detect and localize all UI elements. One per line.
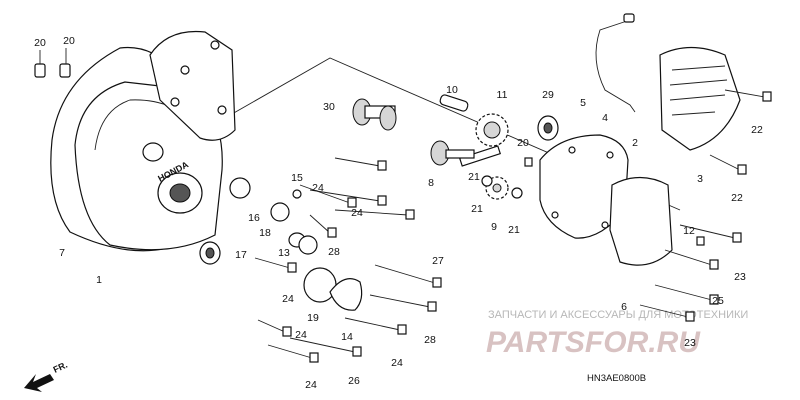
callout-11: 11 <box>497 89 508 101</box>
case-cover-guard <box>659 46 741 151</box>
front-direction-marker: FR. <box>24 360 69 392</box>
callout-10: 10 <box>446 84 458 96</box>
callout-3: 3 <box>697 173 703 185</box>
callout-28: 28 <box>328 246 340 258</box>
front-label: FR. <box>52 360 69 375</box>
callout-24: 24 <box>312 182 324 194</box>
callout-20: 20 <box>34 37 46 49</box>
callout-1: 1 <box>96 274 102 286</box>
small-bolt <box>696 236 705 246</box>
callout-24: 24 <box>305 379 317 391</box>
callout-9: 9 <box>491 221 497 233</box>
callout-22: 22 <box>731 192 743 204</box>
callout-21: 21 <box>471 203 483 215</box>
oil-seal <box>270 202 290 222</box>
reverse-shaft <box>430 140 475 166</box>
callout-2: 2 <box>632 137 638 149</box>
o-ring-large <box>303 267 337 303</box>
callout-29: 29 <box>542 89 554 101</box>
watermark: ЗАПЧАСТИ И АКСЕССУАРЫ ДЛЯ МОТОТЕХНИКИ PA… <box>486 309 748 359</box>
oil-seal-bore <box>205 247 215 259</box>
callout-25: 25 <box>712 295 724 307</box>
reverse-idle-gear <box>352 98 397 131</box>
watermark-logo: PARTSFOR.RU <box>486 326 701 359</box>
callout-23: 23 <box>734 271 746 283</box>
oil-seal <box>229 177 251 199</box>
dowel-pin <box>34 63 46 78</box>
callout-21: 21 <box>508 224 520 236</box>
callout-26: 26 <box>348 375 360 387</box>
callout-24: 24 <box>282 293 294 305</box>
reverse-shift-cover <box>539 134 629 239</box>
callouts: 20 20 7 1 10 30 11 29 5 4 2 22 22 3 20 8… <box>34 35 763 391</box>
callout-24: 24 <box>351 207 363 219</box>
inner-cover <box>149 30 236 141</box>
callout-20: 20 <box>517 137 529 149</box>
callout-22: 22 <box>751 124 763 136</box>
drain-plug-cap <box>329 278 363 311</box>
callout-19: 19 <box>307 312 319 324</box>
callout-4: 4 <box>602 112 608 124</box>
callout-28: 28 <box>424 334 436 346</box>
callout-24: 24 <box>295 329 307 341</box>
callout-16: 16 <box>248 212 260 224</box>
callout-8: 8 <box>428 177 434 189</box>
callout-14: 14 <box>341 331 353 343</box>
thrust-washer <box>511 187 523 199</box>
idle-gear-hub <box>492 183 502 193</box>
watermark-caption: ЗАПЧАСТИ И АКСЕССУАРЫ ДЛЯ МОТОТЕХНИКИ <box>488 309 748 321</box>
callout-7: 7 <box>59 247 65 259</box>
callout-30: 30 <box>323 101 335 113</box>
thrust-washer <box>481 175 493 187</box>
filler-cap <box>298 235 318 255</box>
callout-5: 5 <box>580 97 586 109</box>
dowel-pin <box>59 63 71 78</box>
callout-21: 21 <box>468 171 480 183</box>
outer-cover <box>609 176 673 266</box>
callout-12: 12 <box>683 225 695 237</box>
callout-23: 23 <box>684 337 696 349</box>
washer <box>292 189 302 199</box>
dowel-pin <box>524 157 533 167</box>
reverse-gear <box>458 113 509 167</box>
callout-15: 15 <box>291 172 303 184</box>
cable-bracket <box>595 19 636 113</box>
callout-27: 27 <box>432 255 444 267</box>
callout-6: 6 <box>621 301 627 313</box>
shaft-pin <box>439 94 469 112</box>
bearing-bore <box>543 122 553 134</box>
bolts <box>254 89 772 363</box>
callout-24: 24 <box>391 357 403 369</box>
callout-20: 20 <box>63 35 75 47</box>
callout-13: 13 <box>278 247 290 259</box>
bracket-clip <box>623 13 635 23</box>
diagram-code: HN3AE0800B <box>587 373 646 384</box>
callout-18: 18 <box>259 227 271 239</box>
callout-17: 17 <box>235 249 247 261</box>
